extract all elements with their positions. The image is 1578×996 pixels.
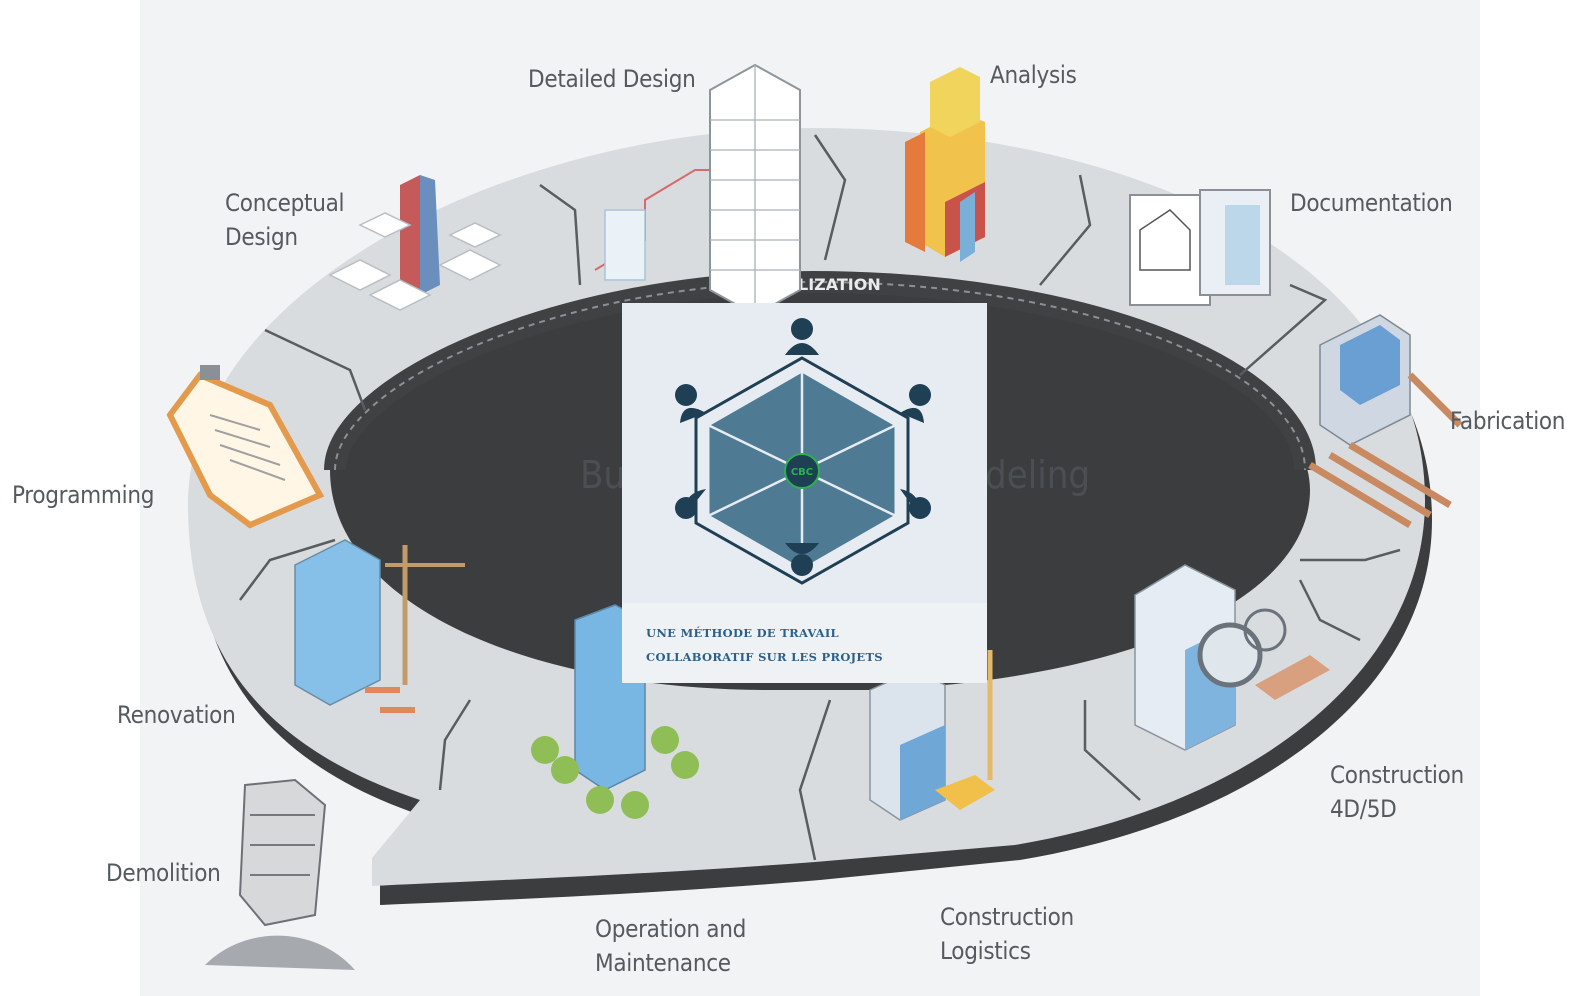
cbc-logo-text: CBC	[791, 467, 813, 478]
ring-segment-dividers	[239, 134, 1401, 861]
center-title-left-fragment: Bu	[580, 453, 626, 497]
stage-label-demolition: Demolition	[106, 859, 221, 887]
programming-illustration	[166, 365, 325, 529]
stage-label-detailed-design: Detailed Design	[528, 65, 696, 93]
visualization-band-pattern	[334, 280, 1306, 471]
analysis-illustration	[905, 67, 985, 262]
stage-label-construction-4d5d: Construction 4D/5D	[1330, 761, 1464, 823]
card-caption-area	[622, 603, 987, 683]
fabrication-illustration	[1308, 314, 1463, 529]
center-title-right-fragment: deling	[985, 453, 1091, 497]
construction-4d5d-illustration	[1134, 564, 1330, 751]
stage-label-conceptual-design: Conceptual Design	[225, 189, 345, 251]
detailed-design-illustration	[594, 63, 801, 317]
stage-label-analysis: Analysis	[990, 61, 1077, 89]
stage-label-fabrication: Fabrication	[1450, 407, 1566, 435]
stage-label-operation-maintenance: Operation and Maintenance	[595, 915, 747, 977]
stage-label-construction-logistics: Construction Logistics	[940, 903, 1074, 965]
renovation-illustration	[294, 539, 465, 713]
conceptual-design-illustration	[328, 175, 502, 311]
stage-label-programming: Programming	[12, 481, 155, 509]
construction-logistics-illustration	[869, 650, 995, 821]
cbc-overlay-card: CBC UNE MÉTHODE DE TRAVAIL COLLABORATIF …	[622, 303, 987, 683]
hexagon-collaboration-icon: CBC	[675, 318, 931, 585]
documentation-illustration	[1129, 189, 1271, 306]
stage-label-documentation: Documentation	[1290, 189, 1453, 217]
stage-label-renovation: Renovation	[117, 701, 236, 729]
demolition-illustration	[205, 778, 355, 970]
card-tagline: UNE MÉTHODE DE TRAVAIL COLLABORATIF SUR …	[646, 626, 883, 664]
